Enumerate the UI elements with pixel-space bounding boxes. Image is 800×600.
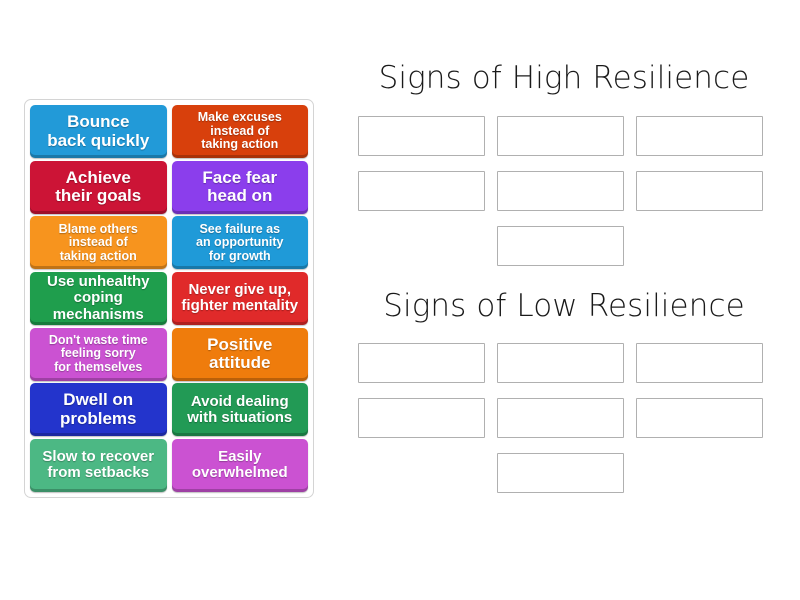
category-low-resilience-slots <box>340 343 788 493</box>
category-low-resilience-slot-4[interactable] <box>358 398 485 438</box>
category-high-resilience-title: Signs of High Resilience <box>378 60 750 96</box>
category-high-resilience: Signs of High Resilience <box>340 60 788 266</box>
category-low-resilience-slot-6[interactable] <box>636 398 763 438</box>
category-high-resilience-slot-4[interactable] <box>358 171 485 211</box>
categories-panel: Signs of High Resilience Signs of Low Re… <box>340 60 788 508</box>
tile-never-give-up-fighter-mentality[interactable]: Never give up,fighter mentality <box>171 271 308 325</box>
category-low-resilience-slot-1[interactable] <box>358 343 485 383</box>
category-low-resilience-slot-3[interactable] <box>636 343 763 383</box>
category-low-resilience-slot-5[interactable] <box>497 398 624 438</box>
slot-row <box>340 343 788 383</box>
category-high-resilience-slot-2[interactable] <box>497 116 624 156</box>
category-high-resilience-slot-1[interactable] <box>358 116 485 156</box>
category-high-resilience-slot-3[interactable] <box>636 116 763 156</box>
category-high-resilience-slots <box>340 116 788 266</box>
category-high-resilience-slot-7[interactable] <box>496 226 624 266</box>
category-low-resilience: Signs of Low Resilience <box>340 288 788 493</box>
slot-row <box>340 226 788 266</box>
slot-row <box>340 171 788 211</box>
slot-row <box>340 116 788 156</box>
category-low-resilience-slot-2[interactable] <box>497 343 624 383</box>
category-low-resilience-slot-7[interactable] <box>496 453 624 493</box>
category-low-resilience-title: Signs of Low Resilience <box>383 288 745 324</box>
slot-row <box>340 398 788 438</box>
category-high-resilience-slot-5[interactable] <box>497 171 624 211</box>
category-high-resilience-slot-6[interactable] <box>636 171 763 211</box>
slot-row <box>340 453 788 493</box>
